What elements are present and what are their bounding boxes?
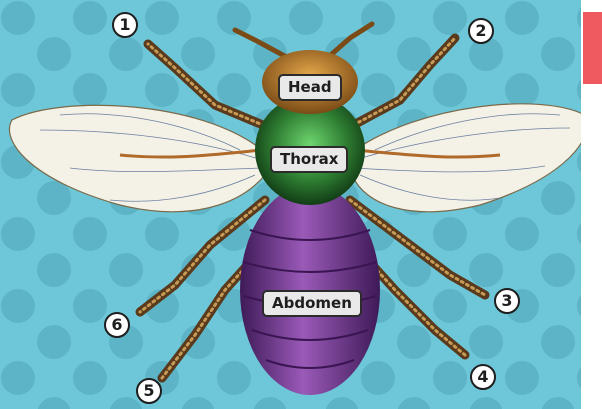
abdomen-label: Abdomen xyxy=(262,290,362,317)
leg-number-6: 6 xyxy=(104,312,130,338)
right-wing xyxy=(352,104,587,212)
head-label: Head xyxy=(278,74,342,101)
leg-number-1: 1 xyxy=(112,12,138,38)
leg-number-5: 5 xyxy=(136,378,162,404)
leg-number-2: 2 xyxy=(468,18,494,44)
left-wing xyxy=(9,105,265,211)
thorax-label: Thorax xyxy=(270,146,348,173)
leg-number-3: 3 xyxy=(494,288,520,314)
side-accent-tab[interactable] xyxy=(583,12,602,84)
leg-number-4: 4 xyxy=(470,364,496,390)
